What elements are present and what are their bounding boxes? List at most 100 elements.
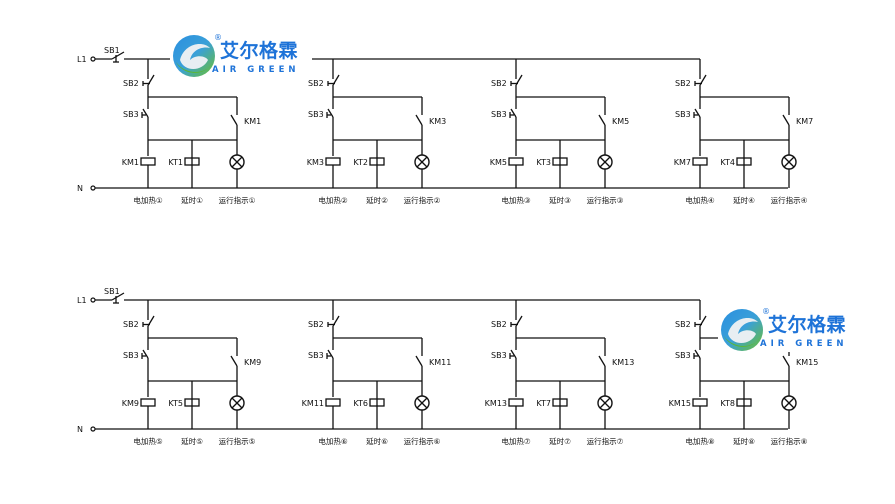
caption-delay: 延时⑧ bbox=[733, 436, 755, 446]
caption-heater: 电加热⑥ bbox=[318, 436, 347, 446]
caption-run-indicator: 运行指示④ bbox=[771, 195, 808, 205]
caption-run-indicator: 运行指示⑦ bbox=[587, 436, 624, 446]
caption-heater: 电加热③ bbox=[501, 195, 530, 205]
l1-terminal bbox=[90, 56, 96, 62]
kt-coil-label: KT6 bbox=[353, 399, 368, 408]
sb3-label: SB3 bbox=[491, 351, 507, 360]
switch-blade bbox=[327, 108, 334, 118]
l1-terminal bbox=[90, 297, 96, 303]
caption-heater: 电加热① bbox=[133, 195, 162, 205]
caption-run-indicator: 运行指示⑥ bbox=[404, 436, 441, 446]
km-contact-blade bbox=[598, 114, 606, 126]
caption-delay: 延时⑦ bbox=[549, 436, 571, 446]
sb3-label: SB3 bbox=[308, 351, 324, 360]
kt-coil-label: KT2 bbox=[353, 158, 368, 167]
km-contact-label: KM3 bbox=[429, 117, 446, 126]
n-terminal bbox=[90, 185, 96, 191]
sb3-label: SB3 bbox=[675, 351, 691, 360]
km-coil-label: KM1 bbox=[122, 158, 139, 167]
n-label: N bbox=[77, 184, 83, 193]
km-coil-label: KM7 bbox=[674, 158, 691, 167]
sb2-label: SB2 bbox=[675, 320, 691, 329]
sb1-label: SB1 bbox=[104, 46, 120, 55]
caption-run-indicator: 运行指示③ bbox=[587, 195, 624, 205]
km-contact-label: KM13 bbox=[612, 358, 634, 367]
sb3-label: SB3 bbox=[123, 351, 139, 360]
caption-heater: 电加热⑦ bbox=[501, 436, 530, 446]
sb2-label: SB2 bbox=[308, 79, 324, 88]
km-contact-blade bbox=[782, 114, 790, 126]
logo-globe-icon bbox=[721, 309, 763, 351]
caption-heater: 电加热⑧ bbox=[685, 436, 714, 446]
kt-coil-label: KT7 bbox=[536, 399, 551, 408]
switch-blade bbox=[142, 108, 149, 118]
sb2-label: SB2 bbox=[675, 79, 691, 88]
sb3-label: SB3 bbox=[308, 110, 324, 119]
logo-globe-icon bbox=[173, 35, 215, 77]
switch-blade bbox=[694, 349, 701, 359]
caption-run-indicator: 运行指示① bbox=[219, 195, 256, 205]
logo-swoosh bbox=[728, 318, 758, 343]
km-contact-blade bbox=[230, 114, 238, 126]
lamp-cross bbox=[783, 156, 795, 168]
sb3-label: SB3 bbox=[491, 110, 507, 119]
caption-heater: 电加热⑤ bbox=[133, 436, 162, 446]
km-contact-label: KM5 bbox=[612, 117, 629, 126]
sb2-label: SB2 bbox=[123, 320, 139, 329]
kt-coil-label: KT8 bbox=[720, 399, 735, 408]
lamp-cross bbox=[416, 156, 428, 168]
switch-blade bbox=[694, 108, 701, 118]
caption-delay: 延时① bbox=[181, 195, 203, 205]
sb2-label: SB2 bbox=[308, 320, 324, 329]
sb1-blade bbox=[111, 51, 125, 60]
lamp-cross bbox=[599, 156, 611, 168]
km-coil-label: KM9 bbox=[122, 399, 139, 408]
caption-delay: 延时③ bbox=[549, 195, 571, 205]
caption-delay: 延时④ bbox=[733, 195, 755, 205]
km-contact-label: KM11 bbox=[429, 358, 451, 367]
sb2-label: SB2 bbox=[491, 320, 507, 329]
km-coil bbox=[140, 157, 156, 166]
lamp-cross bbox=[416, 397, 428, 409]
km-coil-label: KM5 bbox=[490, 158, 507, 167]
km-coil bbox=[140, 398, 156, 407]
lamp-cross bbox=[231, 397, 243, 409]
km-coil-label: KM13 bbox=[485, 399, 507, 408]
sb3-label: SB3 bbox=[123, 110, 139, 119]
lamp-cross bbox=[783, 397, 795, 409]
caption-heater: 电加热② bbox=[318, 195, 347, 205]
km-contact-label: KM1 bbox=[244, 117, 261, 126]
logo-leaf bbox=[176, 62, 212, 73]
l1-label: L1 bbox=[77, 296, 87, 305]
km-contact-blade bbox=[415, 355, 423, 367]
caption-heater: 电加热④ bbox=[685, 195, 714, 205]
km-coil bbox=[692, 157, 708, 166]
km-coil-label: KM15 bbox=[669, 399, 691, 408]
logo-english-name: AIR GREEN bbox=[760, 339, 848, 349]
kt-coil-label: KT5 bbox=[168, 399, 183, 408]
km-contact-label: KM15 bbox=[796, 358, 818, 367]
logo-registered-mark: ® bbox=[762, 307, 770, 316]
sb1-label: SB1 bbox=[104, 287, 120, 296]
switch-blade bbox=[327, 349, 334, 359]
n-terminal bbox=[90, 426, 96, 432]
caption-run-indicator: 运行指示⑧ bbox=[771, 436, 808, 446]
kt-coil-label: KT1 bbox=[168, 158, 183, 167]
km-contact-blade bbox=[598, 355, 606, 367]
kt-coil-label: KT4 bbox=[720, 158, 735, 167]
sb2-label: SB2 bbox=[123, 79, 139, 88]
km-coil bbox=[325, 157, 341, 166]
lamp-cross bbox=[599, 397, 611, 409]
km-coil bbox=[325, 398, 341, 407]
logo-registered-mark: ® bbox=[214, 33, 222, 42]
